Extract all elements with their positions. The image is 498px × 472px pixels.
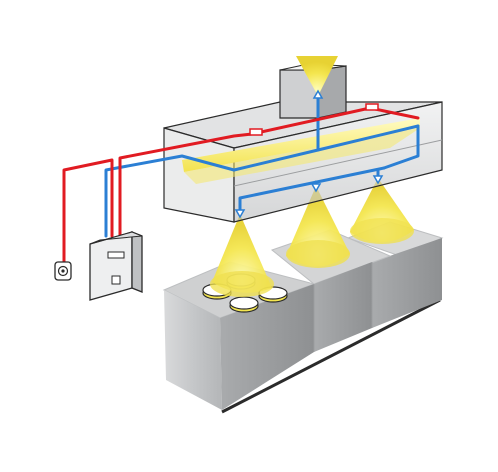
control-panel-display — [107, 251, 125, 259]
appliance-right-front — [372, 238, 442, 328]
exhaust-duct — [279, 56, 347, 119]
spray-nozzles — [234, 89, 384, 219]
fusible-link-detector — [249, 128, 263, 136]
appliance-base-shadow — [221, 298, 441, 414]
control-panel-side — [131, 231, 143, 293]
burner — [229, 296, 259, 313]
hood-light-glow — [184, 128, 420, 184]
agent-pipe-drop — [382, 124, 420, 170]
control-panel-button — [111, 275, 121, 285]
pull-station-core — [61, 269, 65, 273]
appliance-middle-front — [314, 262, 372, 352]
spray-cone-duct — [296, 56, 338, 96]
appliance-left-side — [220, 284, 314, 410]
spray-cone-middle — [286, 186, 350, 268]
pull-station — [54, 261, 72, 281]
wire-pull-station — [62, 158, 114, 264]
control-panel-top — [89, 231, 143, 245]
fusible-link-detectors — [249, 103, 379, 136]
fusible-link-detector — [365, 103, 379, 111]
hood-inner-edge — [233, 139, 443, 187]
spray-cone-burners — [210, 214, 274, 297]
nozzle — [234, 209, 246, 219]
nozzle — [312, 89, 324, 99]
control-panel — [89, 231, 143, 301]
nozzle — [310, 183, 322, 193]
hood-light-strip — [182, 118, 420, 172]
agent-pipe-supply — [104, 154, 236, 238]
nozzle — [372, 175, 384, 185]
spray-cones — [210, 178, 414, 297]
appliance-left-front — [164, 290, 222, 410]
agent-piping — [104, 96, 420, 238]
agent-pipe-manifold — [238, 166, 386, 214]
spray-cone-right — [350, 178, 414, 244]
